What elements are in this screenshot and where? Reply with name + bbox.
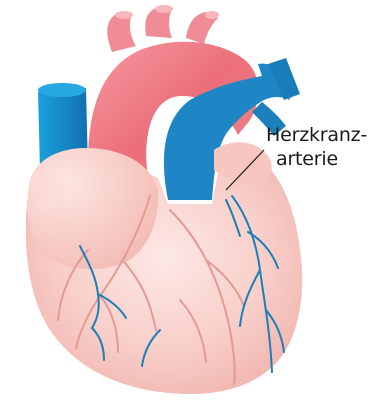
- coronary-artery-label-line2: arterie: [276, 148, 338, 170]
- coronary-artery-label-line1: Herzkranz-: [266, 124, 367, 146]
- heart-body: [26, 142, 302, 394]
